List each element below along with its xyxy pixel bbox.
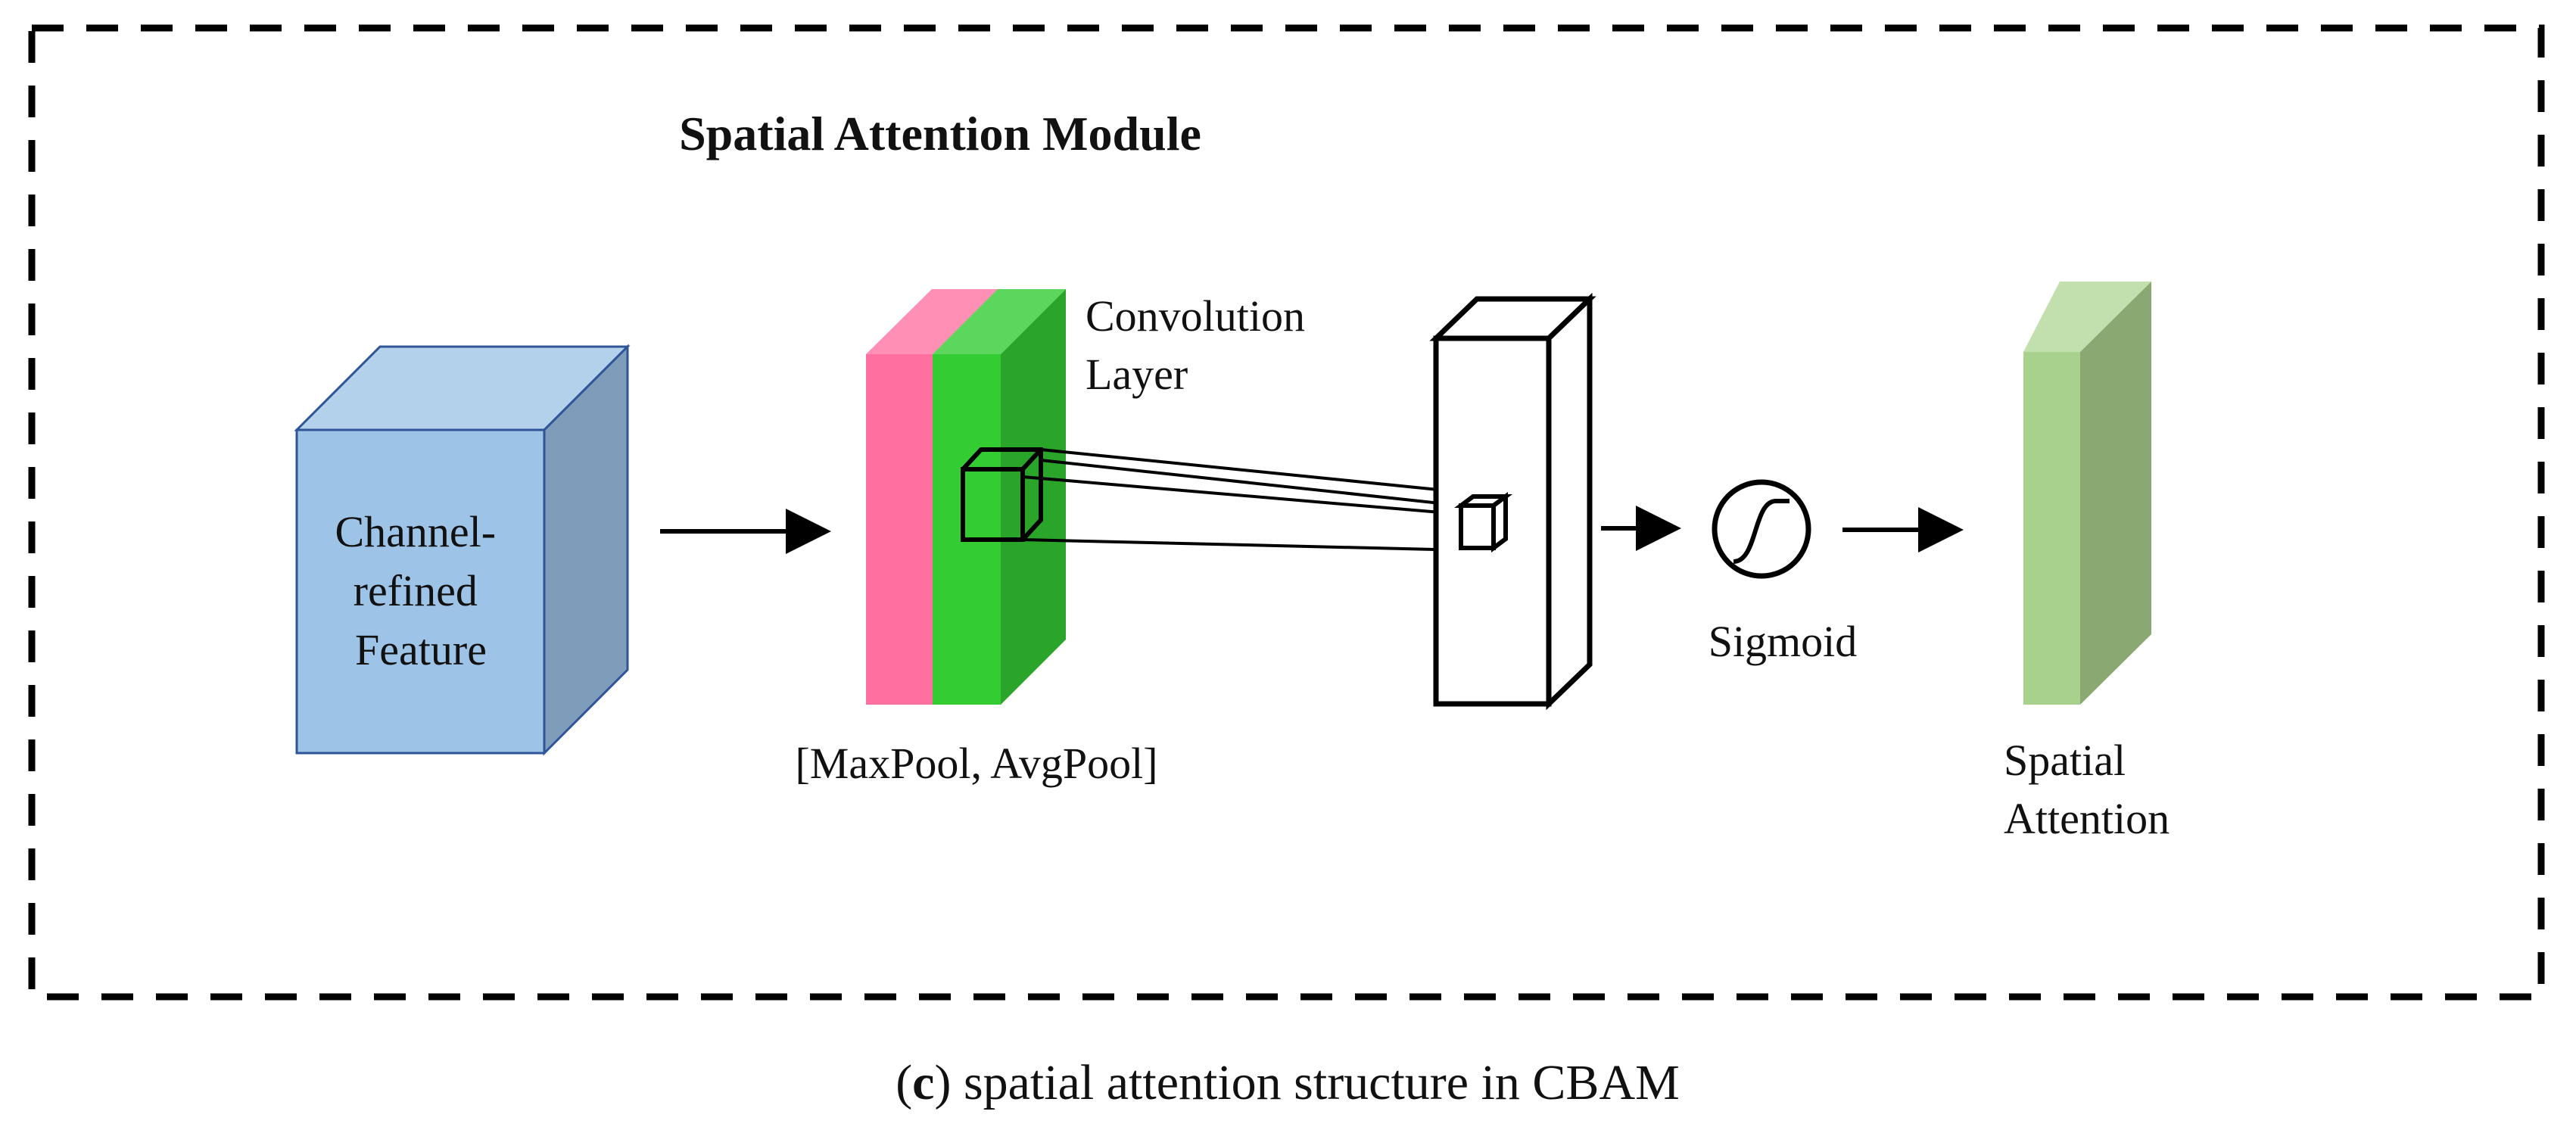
avgpool-map-top xyxy=(933,289,1066,354)
figure-caption: (c) spatial attention structure in CBAM xyxy=(896,1055,1680,1110)
caption-close-paren: ) xyxy=(934,1055,951,1110)
input-feature-label: Channel- refined Feature xyxy=(335,507,506,674)
pooling-label: [MaxPool, AvgPool] xyxy=(795,739,1157,788)
caption-letter: c xyxy=(912,1055,934,1110)
convolution-label: Convolution Layer xyxy=(1086,291,1316,399)
maxpool-map-top xyxy=(866,289,998,354)
attention-map-side xyxy=(2080,282,2151,705)
avgpool-map xyxy=(933,354,1001,705)
pooled-feature-maps xyxy=(866,289,1066,705)
module-title: Spatial Attention Module xyxy=(679,107,1201,160)
caption-open-paren: ( xyxy=(896,1055,912,1110)
input-cube-front xyxy=(295,428,546,755)
attention-map-top xyxy=(2023,282,2151,352)
output-pixel-cube xyxy=(1454,492,1512,553)
convolution-output-block xyxy=(1429,292,1596,711)
spatial-attention-line-2: Attention xyxy=(2004,794,2170,843)
spatial-attention-label: Spatial Attention xyxy=(2004,736,2170,843)
convolution-line-1: Convolution xyxy=(1086,291,1305,341)
sigmoid-node xyxy=(1712,479,1811,579)
input-feature-cube: Channel- refined Feature xyxy=(294,344,631,756)
maxpool-map xyxy=(866,354,933,705)
input-feature-line-2: refined xyxy=(354,566,478,615)
input-feature-line-1: Channel- xyxy=(335,507,496,556)
avgpool-map-side xyxy=(1001,289,1066,705)
input-feature-line-3: Feature xyxy=(355,625,487,674)
spatial-attention-line-1: Spatial xyxy=(2004,736,2126,785)
attention-map-front xyxy=(2023,352,2080,705)
caption-text: spatial attention structure in CBAM xyxy=(951,1055,1679,1110)
convolution-projection-lines xyxy=(1022,448,1506,552)
sigmoid-curve-icon xyxy=(1733,499,1789,564)
spatial-attention-map xyxy=(2023,282,2151,705)
sigmoid-label: Sigmoid xyxy=(1709,617,1858,666)
module-frame xyxy=(28,24,2545,1001)
convolution-line-2: Layer xyxy=(1086,350,1188,399)
sigmoid-circle xyxy=(1712,479,1811,579)
